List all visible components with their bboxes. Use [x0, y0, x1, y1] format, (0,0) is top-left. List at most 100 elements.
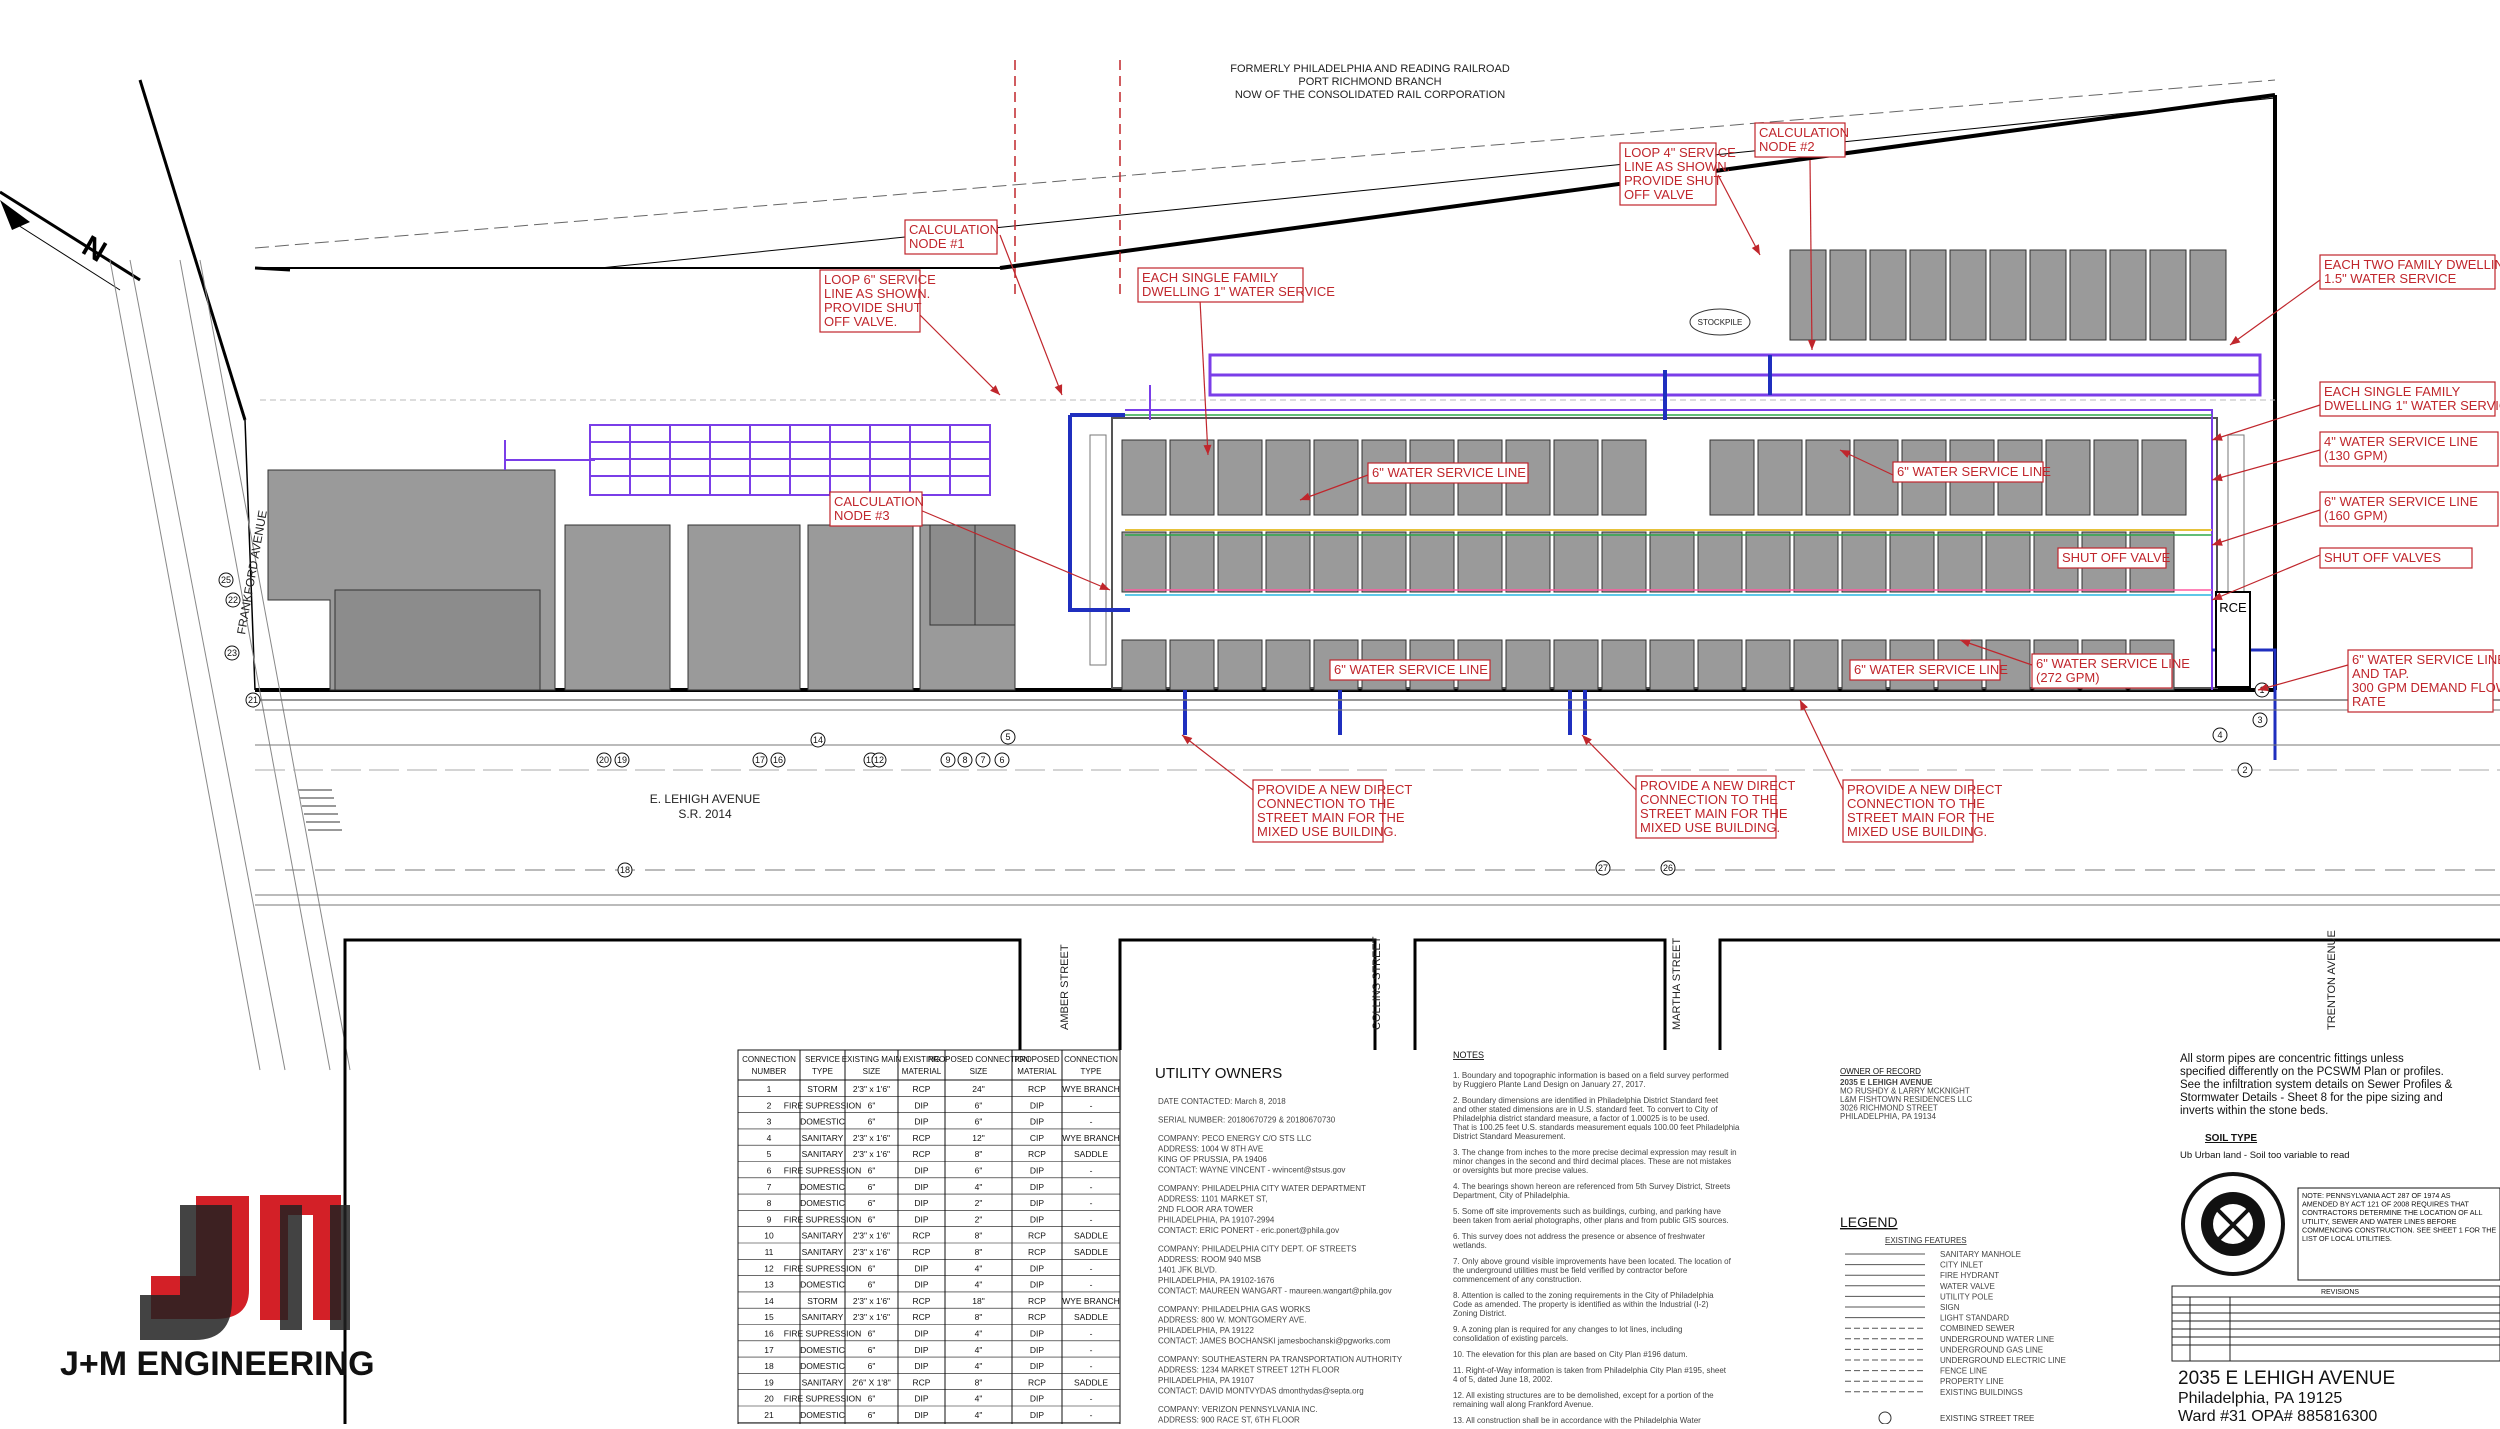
table-cell: 24"	[972, 1084, 984, 1094]
table-cell: 6	[767, 1166, 772, 1176]
townhouse-unit	[1313, 531, 1359, 593]
note-line: wetlands.	[1452, 1241, 1487, 1250]
table-cell: 6"	[868, 1329, 876, 1339]
note-line: 13. All construction shall be in accorda…	[1453, 1416, 1701, 1424]
leader-arrowhead	[1800, 700, 1808, 711]
table-cell: 6"	[868, 1117, 876, 1127]
townhouse-unit	[1709, 439, 1755, 516]
table-cell: SADDLE	[1074, 1231, 1108, 1241]
table-cell: DIP	[914, 1117, 929, 1127]
table-cell: -	[1090, 1410, 1093, 1420]
leader-line	[1959, 639, 2033, 666]
legend-subtitle: EXISTING FEATURES	[1885, 1236, 1967, 1245]
connection-marker: 14	[810, 732, 826, 748]
townhouse-unit	[1745, 639, 1791, 691]
table-cell: DIP	[914, 1345, 929, 1355]
table-cell: FIRE SUPRESSION	[784, 1100, 861, 1110]
legend-item: PROPERTY LINE	[1940, 1377, 2004, 1386]
project-city: Philadelphia, PA 19125	[2178, 1390, 2342, 1407]
table-cell: 4"	[975, 1263, 983, 1273]
callout-line: LOOP 6" SERVICE	[824, 272, 936, 287]
leader-line	[1809, 159, 1813, 351]
utility-owner-line: COMPANY: VERIZON PENNSYLVANIA INC.	[1158, 1405, 1318, 1414]
svg-text:18: 18	[620, 865, 630, 875]
note-line: Zoning District.	[1453, 1309, 1506, 1318]
note-line: 4 of 5, dated June 18, 2002.	[1453, 1375, 1553, 1384]
utility-owner-line: PHILADELPHIA, PA 19107-2994	[1158, 1216, 1275, 1225]
note-line: or oversights but more precise values.	[1453, 1166, 1588, 1175]
table-cell: DIP	[1030, 1182, 1045, 1192]
soil-text: Ub Urban land - Soil too variable to rea…	[2180, 1150, 2350, 1161]
table-cell: 6"	[868, 1361, 876, 1371]
lehigh-avenue-roadway	[255, 699, 2500, 906]
callout-wsl-a: 6" WATER SERVICE LINE	[1367, 462, 1529, 484]
table-cell: -	[1090, 1329, 1093, 1339]
note-line: commencement of any construction.	[1453, 1275, 1582, 1284]
townhouse-unit	[1649, 531, 1695, 593]
callout-wsl-d: 6" WATER SERVICE LINE	[1849, 659, 2008, 681]
table-cell: DIP	[914, 1280, 929, 1290]
table-cell: DIP	[1030, 1166, 1045, 1176]
table-cell: -	[1090, 1280, 1093, 1290]
note-line: minor changes in the second and third de…	[1453, 1157, 1731, 1166]
utility-owner-line: ADDRESS: 1101 MARKET ST,	[1158, 1195, 1268, 1204]
callout-line: MIXED USE BUILDING.	[1257, 824, 1397, 839]
table-cell: 4"	[975, 1361, 983, 1371]
leader-arrowhead	[2258, 683, 2269, 692]
utility-owner-line: PHILADELPHIA, PA 19107	[1158, 1376, 1254, 1385]
two-family-unit	[1989, 249, 2027, 341]
townhouse-unit	[1505, 531, 1551, 593]
callout-line: 6" WATER SERVICE LINE	[2036, 656, 2190, 671]
revisions-title: REVISIONS	[2321, 1289, 2359, 1296]
table-cell: 4	[767, 1133, 772, 1143]
townhouse-unit	[1649, 639, 1695, 691]
utility-owner-line: SERIAL NUMBER: 20180670729 & 20180670730	[1158, 1116, 1336, 1125]
leader-arrowhead	[1099, 582, 1110, 590]
svg-text:12: 12	[874, 755, 884, 765]
utility-owner-line: CONTACT: JAMES BOCHANSKI jamesbochanski@…	[1158, 1337, 1391, 1346]
callout-line: AND TAP.	[2352, 666, 2409, 681]
callout-line: DWELLING 1" WATER SERVICE	[2324, 398, 2500, 413]
leader-line	[1717, 174, 1761, 256]
callout-wsl-b: 6" WATER SERVICE LINE	[1892, 461, 2051, 483]
table-cell: 13	[764, 1280, 774, 1290]
table-cell: FIRE SUPRESSION	[784, 1214, 861, 1224]
leader-arrowhead	[1182, 735, 1193, 745]
table-cell: DIP	[1030, 1361, 1045, 1371]
utility-owner-line: ADDRESS: 1004 W 8TH AVE	[1158, 1145, 1263, 1154]
table-cell: RCP	[1028, 1084, 1046, 1094]
townhouse-unit	[1601, 439, 1647, 516]
storm-note: All storm pipes are concentric fittings …	[2180, 1053, 2453, 1117]
note-line: by Ruggiero Plante Land Design on Januar…	[1453, 1080, 1646, 1089]
note-line: 10. The elevation for this plan are base…	[1453, 1350, 1688, 1359]
townhouse-unit	[1745, 531, 1791, 593]
table-cell: SANITARY	[802, 1149, 844, 1159]
note-line: 3. The change from inches to the more pr…	[1453, 1148, 1737, 1157]
pa-note-line: AMENDED BY ACT 121 OF 2008 REQUIRES THAT	[2302, 1200, 2469, 1209]
leader-line	[919, 314, 1001, 396]
table-cell: DIP	[914, 1166, 929, 1176]
utility-owner-line: ADDRESS: 900 RACE ST, 6TH FLOOR	[1158, 1416, 1300, 1425]
connection-marker: 7	[975, 752, 991, 768]
project-ward: Ward #31 OPA# 885816300	[2178, 1408, 2377, 1424]
svg-text:16: 16	[773, 755, 783, 765]
note-line: 12. All existing structures are to be de…	[1453, 1391, 1714, 1400]
townhouse-unit	[1793, 639, 1839, 691]
table-cell: SANITARY	[802, 1133, 844, 1143]
note-line: 11. Right-of-Way information is taken fr…	[1453, 1366, 1727, 1375]
townhouse-unit	[1169, 439, 1215, 516]
table-cell: SADDLE	[1074, 1149, 1108, 1159]
table-cell: DOMESTIC	[800, 1117, 845, 1127]
callout-line: PROVIDE SHUT	[1624, 173, 1722, 188]
callout-line: LOOP 4" SERVICE	[1624, 145, 1736, 160]
connection-marker: 27	[1595, 860, 1611, 876]
connection-marker: 22	[225, 592, 241, 608]
table-header: CONNECTION	[742, 1055, 796, 1064]
note-line: 5. Some off site improvements such as bu…	[1453, 1207, 1722, 1216]
table-cell: WYE BRANCH	[1062, 1133, 1120, 1143]
utility-owner-line: 2ND FLOOR ARA TOWER	[1158, 1205, 1254, 1214]
